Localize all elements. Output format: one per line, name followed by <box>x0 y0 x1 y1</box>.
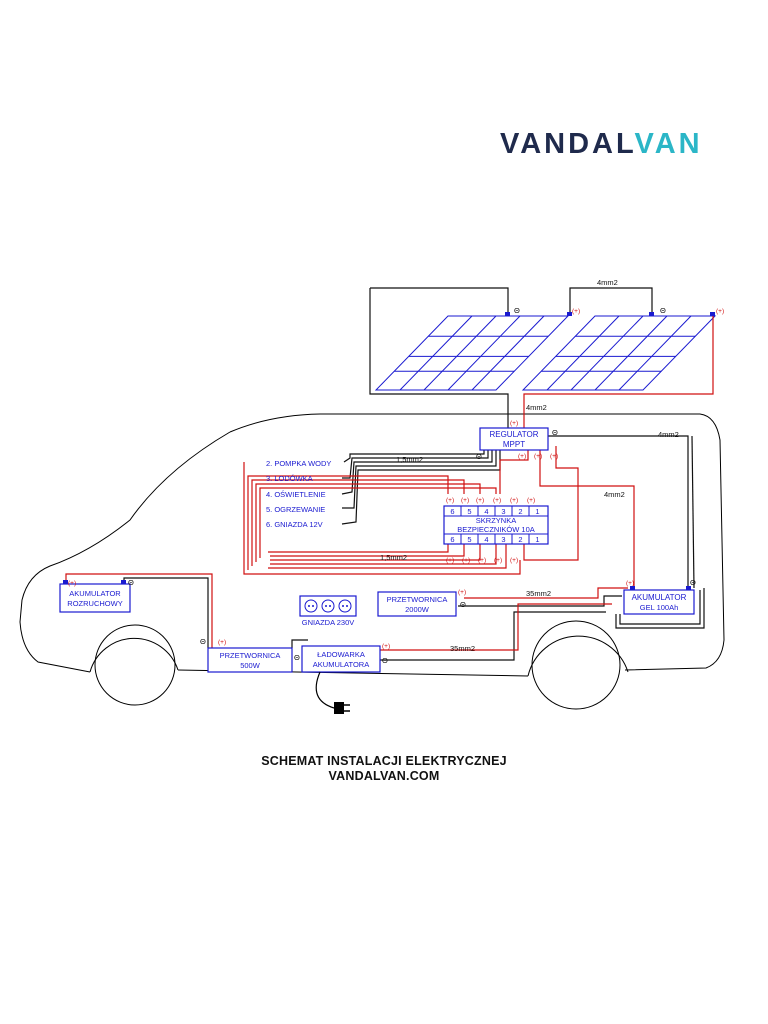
plus-mark: (+) <box>446 557 454 564</box>
gauge-inverter2000: 35mm2 <box>526 589 551 598</box>
inverter-2000-label-2: 2000W <box>405 605 430 614</box>
load-label-5: 5. OGRZEWANIE <box>266 505 325 514</box>
sockets-230v: GNIAZDA 230V <box>299 595 357 627</box>
plus-mark: (+) <box>518 453 526 460</box>
inverter-2000-label-1: PRZETWORNICA <box>387 595 448 604</box>
charger-label-1: ŁADOWARKA <box>317 650 365 659</box>
plus-mark: (+) <box>68 580 76 587</box>
front-wheel <box>94 624 176 706</box>
fuse-number-top: 6 <box>450 507 454 516</box>
plug-icon <box>315 671 350 714</box>
charger-box: ŁADOWARKA AKUMULATORA <box>301 645 381 673</box>
gel-battery-box: AKUMULATOR GEL 100Ah <box>623 589 695 615</box>
plus-mark: (+) <box>494 557 502 564</box>
gauge-panel-regulator: 4mm2 <box>526 403 547 412</box>
starter-battery-box: AKUMULATOR ROZRUCHOWY <box>59 583 131 613</box>
minus-mark: Θ <box>690 578 696 587</box>
gauge-fuse-gel: 4mm2 <box>604 490 625 499</box>
fuse-number-bottom: 5 <box>467 535 471 544</box>
minus-mark: Θ <box>128 578 134 587</box>
fuse-number-top: 2 <box>518 507 522 516</box>
charger-label-2: AKUMULATORA <box>313 660 369 669</box>
van-outline <box>19 413 725 677</box>
load-label-3: 3. LODÓWKA <box>266 474 313 483</box>
fusebox-label-1: SKRZYNKA <box>476 516 516 525</box>
fuse-number-bottom: 4 <box>484 535 488 544</box>
gauge-regulator-loads: 1,5mm2 <box>396 455 423 464</box>
regulator-box: REGULATOR MPPT <box>479 427 549 451</box>
diagram-title: SCHEMAT INSTALACJI ELEKTRYCZNEJ <box>261 754 507 768</box>
plus-mark: (+) <box>716 308 724 315</box>
plus-mark: (+) <box>510 420 518 427</box>
load-label-2: 2. POMPKA WODY <box>266 459 331 468</box>
inverter-2000-box: PRZETWORNICA 2000W <box>377 591 457 617</box>
fuse-number-bottom: 1 <box>535 535 539 544</box>
fuse-number-bottom: 3 <box>501 535 505 544</box>
minus-mark: Θ <box>382 656 388 665</box>
logo-text-accent: VAN <box>635 128 703 160</box>
minus-mark: Θ <box>660 306 666 315</box>
terminal-dots <box>63 312 715 590</box>
sockets-label: GNIAZDA 230V <box>302 618 355 627</box>
minus-mark: Θ <box>476 452 482 461</box>
fusebox-label-2: BEZPIECZNIKÓW 10A <box>457 525 535 534</box>
regulator-label-2: MPPT <box>503 440 525 449</box>
plus-mark: (+) <box>218 639 226 646</box>
fuse-number-bottom: 2 <box>518 535 522 544</box>
plus-mark: (+) <box>382 643 390 650</box>
plus-mark: (+) <box>572 308 580 315</box>
inverter-500-box: PRZETWORNICA 500W <box>207 647 293 673</box>
svg-text:VANDALVAN: VANDALVAN <box>500 128 703 160</box>
starter-battery-label-2: ROZRUCHOWY <box>67 599 122 608</box>
fuse-number-bottom: 6 <box>450 535 454 544</box>
polarity-marks: (+) (+) Θ Θ (+) Θ Θ (+) (+) (+) (+) (+) … <box>68 306 724 665</box>
gel-battery-label-2: GEL 100Ah <box>640 603 679 612</box>
plus-mark: (+) <box>476 497 484 504</box>
positive-wires <box>65 314 714 651</box>
plus-mark: (+) <box>462 557 470 564</box>
fuse-number-top: 1 <box>535 507 539 516</box>
gauge-regulator-gel: 4mm2 <box>658 430 679 439</box>
plus-mark: (+) <box>510 497 518 504</box>
minus-mark: Θ <box>294 653 300 662</box>
fuse-number-top: 3 <box>501 507 505 516</box>
minus-mark: Θ <box>460 600 466 609</box>
logo-text-dark: VANDAL <box>500 128 635 160</box>
plus-mark: (+) <box>446 497 454 504</box>
plus-mark: (+) <box>461 497 469 504</box>
fuse-number-top: 4 <box>484 507 488 516</box>
plus-mark: (+) <box>527 497 535 504</box>
fuse-number-top: 5 <box>467 507 471 516</box>
plus-mark: (+) <box>458 589 466 596</box>
diagram-website: VANDALVAN.COM <box>328 769 440 783</box>
solar-panel-left <box>374 315 570 391</box>
plus-mark: (+) <box>478 557 486 564</box>
load-label-4: 4. OŚWIETLENIE <box>266 490 326 499</box>
starter-battery-label-1: AKUMULATOR <box>69 589 121 598</box>
plus-mark: (+) <box>534 453 542 460</box>
gauge-fusebox-loads: 1,5mm2 <box>380 553 407 562</box>
gel-battery-label-1: AKUMULATOR <box>632 593 687 602</box>
plus-mark: (+) <box>550 453 558 460</box>
minus-mark: Θ <box>200 637 206 646</box>
solar-panel-right <box>521 315 717 391</box>
plus-mark: (+) <box>493 497 501 504</box>
inverter-500-label-1: PRZETWORNICA <box>220 651 281 660</box>
plus-mark: (+) <box>510 557 518 564</box>
minus-mark: Θ <box>552 428 558 437</box>
gauge-charger: 35mm2 <box>450 644 475 653</box>
regulator-label-1: REGULATOR <box>489 430 538 439</box>
fuse-box: SKRZYNKA BEZPIECZNIKÓW 10A <box>443 505 549 545</box>
load-label-6: 6. GNIAZDA 12V <box>266 520 323 529</box>
brand-logo: VANDALVAN <box>500 126 730 167</box>
minus-mark: Θ <box>514 306 520 315</box>
gauge-panels-link: 4mm2 <box>597 278 618 287</box>
plus-mark: (+) <box>626 580 634 587</box>
load-labels: 2. POMPKA WODY 3. LODÓWKA 4. OŚWIETLENIE… <box>266 459 331 529</box>
inverter-500-label-2: 500W <box>240 661 261 670</box>
rear-wheel <box>531 620 621 710</box>
wire-gauge-labels: 4mm2 4mm2 4mm2 1,5mm2 1,5mm2 4mm2 35mm2 … <box>380 278 679 653</box>
